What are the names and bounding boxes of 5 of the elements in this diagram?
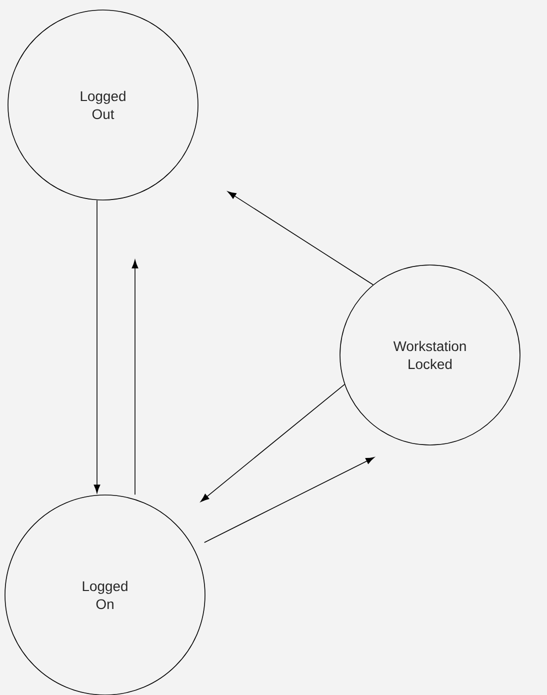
arrow [200, 384, 345, 502]
arrow [94, 200, 100, 494]
arrow [132, 260, 138, 495]
arrow [204, 457, 374, 543]
arrow [228, 191, 374, 286]
